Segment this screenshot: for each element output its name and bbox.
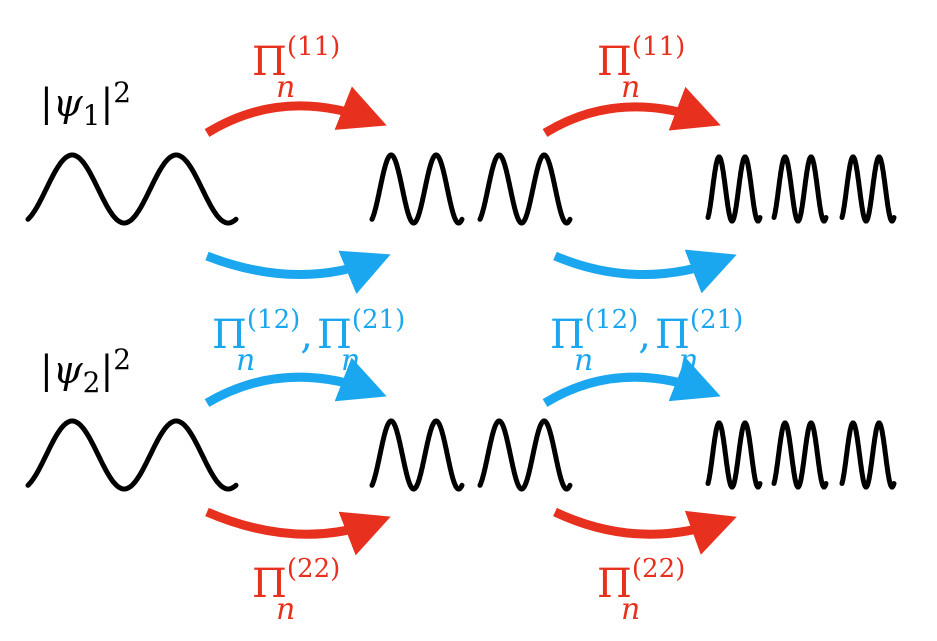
psi2-label: |ψ2|2 — [40, 343, 131, 399]
label-pi22-left: Π(22)n — [252, 554, 340, 627]
label-pi22-right: Π(22)n — [597, 554, 685, 627]
psi2-wave-stage0 — [25, 418, 239, 492]
red-arrow-top-2 — [542, 86, 721, 137]
psi1-wave-stage2-segment-2 — [771, 154, 829, 224]
blue-arrow-bottom-1 — [204, 357, 387, 407]
psi1-wave-stage1-segment-2 — [477, 152, 573, 226]
psi2-wave-stage2-segment-3 — [839, 420, 897, 490]
psi2-wave-stage2-segment-1 — [705, 420, 763, 490]
psi1-wave-stage0 — [25, 152, 239, 226]
label-pi11-right: Π(11)n — [597, 32, 685, 105]
blue-arrow-bottom-2 — [542, 357, 721, 407]
wavefunction-curves — [25, 152, 897, 492]
psi1-label: |ψ1|2 — [40, 76, 131, 132]
psi1-wave-stage2-segment-1 — [705, 154, 763, 224]
label-pi11-left: Π(11)n — [252, 32, 340, 105]
psi2-wave-stage1-segment-2 — [477, 418, 573, 492]
red-arrow-bottom-1 — [205, 507, 391, 556]
psi1-wave-stage1-segment-1 — [369, 152, 465, 226]
blue-arrow-top-2 — [553, 249, 737, 294]
blue-arrow-top-1 — [205, 250, 391, 294]
psi2-wave-stage1-segment-1 — [369, 418, 465, 492]
red-arrow-top-1 — [204, 86, 387, 137]
arrows — [204, 86, 737, 556]
psi2-wave-stage2-segment-2 — [771, 420, 829, 490]
psi1-wave-stage2-segment-3 — [839, 154, 897, 224]
red-arrow-bottom-2 — [553, 507, 737, 555]
